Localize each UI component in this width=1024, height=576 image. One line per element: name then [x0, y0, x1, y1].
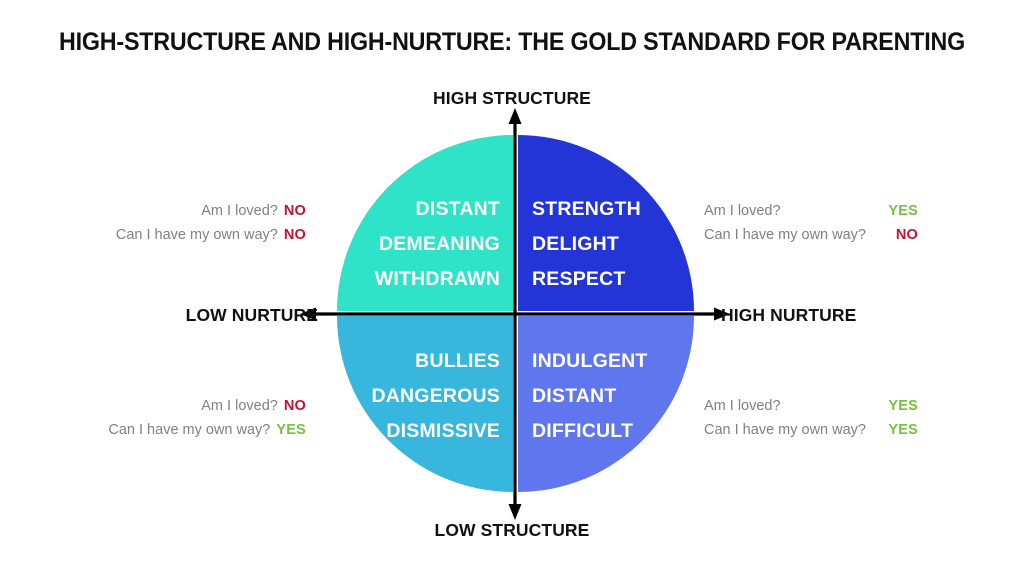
quadrant-top-left-words: DISTANT DEMEANING WITHDRAWN: [337, 192, 513, 297]
answer-own-way: YES: [888, 422, 918, 438]
quadrant-top-right-words: STRENGTH DELIGHT RESPECT: [518, 192, 694, 297]
quadrant-word: WITHDRAWN: [374, 268, 500, 290]
answer-own-way: NO: [895, 227, 918, 243]
annotation-row-loved: Am I loved? NO: [116, 199, 306, 223]
quadrant-word: RESPECT: [532, 268, 626, 290]
annotation-row-loved: Am I loved? YES: [704, 394, 918, 418]
quadrant-top-right-high-nurture-high-structure: STRENGTH DELIGHT RESPECT: [518, 135, 694, 311]
quadrant-word: DISMISSIVE: [386, 420, 500, 442]
question-own-way: Can I have my own way?: [704, 227, 866, 243]
quadrant-word: STRENGTH: [532, 198, 641, 220]
page-title: HIGH-STRUCTURE AND HIGH-NURTURE: THE GOL…: [59, 28, 965, 56]
quadrant-word: DELIGHT: [532, 233, 619, 255]
quadrant-bottom-left-words: BULLIES DANGEROUS DISMISSIVE: [337, 344, 513, 449]
annotation-row-loved: Am I loved? NO: [108, 394, 306, 418]
annotation-bottom-left: Am I loved? NO Can I have my own way? YES: [108, 394, 306, 442]
answer-loved: NO: [283, 203, 306, 219]
quadrant-word: INDULGENT: [532, 350, 648, 372]
answer-loved: NO: [283, 398, 306, 414]
quadrant-bottom-right-words: INDULGENT DISTANT DIFFICULT: [518, 344, 694, 449]
question-loved: Am I loved?: [704, 398, 781, 414]
question-loved: Am I loved?: [201, 398, 278, 414]
annotation-row-own-way: Can I have my own way? NO: [116, 223, 306, 247]
answer-own-way: NO: [283, 227, 306, 243]
quadrant-word: DEMEANING: [379, 233, 500, 255]
axis-label-low-structure: LOW STRUCTURE: [434, 520, 590, 540]
quadrant-top-left-low-nurture-high-structure: DISTANT DEMEANING WITHDRAWN: [337, 135, 513, 311]
annotation-top-right: Am I loved? YES Can I have my own way? N…: [704, 199, 918, 247]
quadrant-word: DISTANT: [532, 385, 617, 407]
quadrant-word: BULLIES: [415, 350, 500, 372]
quadrant-word: DANGEROUS: [371, 385, 500, 407]
question-own-way: Can I have my own way?: [115, 227, 278, 243]
quadrant-bottom-right-high-nurture-low-structure: INDULGENT DISTANT DIFFICULT: [518, 316, 694, 492]
quadrant-circle: DISTANT DEMEANING WITHDRAWN STRENGTH DEL…: [337, 135, 694, 492]
axis-label-low-nurture: LOW NURTURE: [185, 305, 318, 325]
annotation-bottom-right: Am I loved? YES Can I have my own way? Y…: [704, 394, 918, 442]
annotation-top-left: Am I loved? NO Can I have my own way? NO: [116, 199, 306, 247]
quadrant-word: DIFFICULT: [532, 420, 634, 442]
annotation-row-loved: Am I loved? YES: [704, 199, 918, 223]
question-loved: Am I loved?: [704, 203, 781, 219]
axis-label-high-nurture: HIGH NURTURE: [721, 305, 857, 325]
quadrant-word: DISTANT: [415, 198, 500, 220]
answer-loved: YES: [888, 398, 918, 414]
annotation-row-own-way: Can I have my own way? NO: [704, 223, 918, 247]
question-own-way: Can I have my own way?: [108, 422, 271, 438]
answer-own-way: YES: [276, 422, 306, 438]
annotation-row-own-way: Can I have my own way? YES: [704, 418, 918, 442]
quadrant-bottom-left-low-nurture-low-structure: BULLIES DANGEROUS DISMISSIVE: [337, 316, 513, 492]
question-own-way: Can I have my own way?: [704, 422, 866, 438]
question-loved: Am I loved?: [201, 203, 278, 219]
axis-label-high-structure: HIGH STRUCTURE: [433, 88, 591, 108]
annotation-row-own-way: Can I have my own way? YES: [108, 418, 306, 442]
answer-loved: YES: [888, 203, 918, 219]
